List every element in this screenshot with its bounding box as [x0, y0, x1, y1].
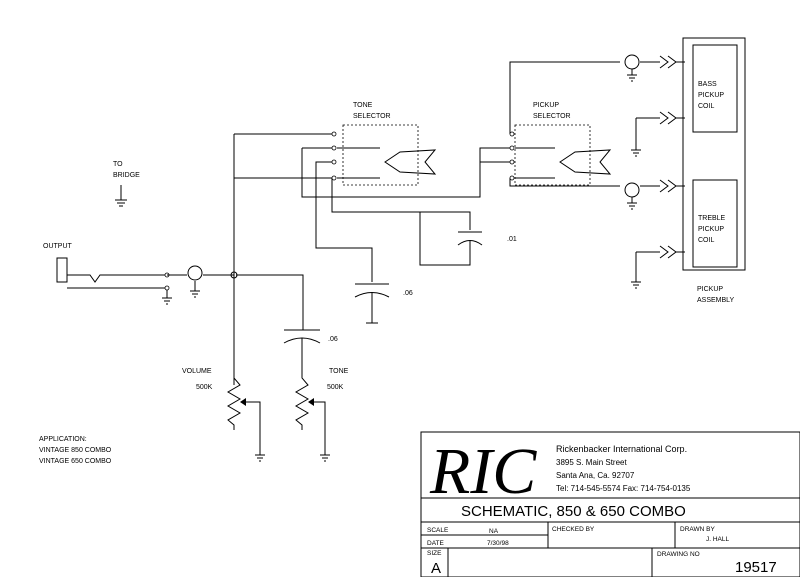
ric-logo: RIC: [429, 435, 537, 508]
company-address-2: Santa Ana, Ca. 92707: [556, 471, 635, 480]
volume-label: VOLUME: [182, 368, 212, 375]
output-hot-wire: [67, 274, 167, 283]
cap-06-a-label: .06: [403, 290, 413, 297]
to-bridge-label-1: TO: [113, 161, 123, 168]
company-address-1: 3895 S. Main Street: [556, 458, 627, 467]
application-item-1: VINTAGE 850 COMBO: [39, 447, 112, 454]
drawing-title: SCHEMATIC, 850 & 650 COMBO: [461, 503, 686, 520]
output-jack: [56, 257, 68, 283]
tone-value: 500K: [327, 384, 344, 391]
bass-coil-label-2: PICKUP: [698, 92, 724, 99]
date-value: 7/30/98: [487, 540, 509, 547]
treble-coil-label-2: PICKUP: [698, 226, 724, 233]
cap-01-label: .01: [507, 236, 517, 243]
company-phone: Tel: 714-545-5574 Fax: 714-754-0135: [556, 484, 691, 493]
application-label: APPLICATION:: [39, 436, 87, 443]
treble-coil-label-3: COIL: [698, 237, 714, 244]
to-bridge-label-2: BRIDGE: [113, 172, 140, 179]
component-labels: TONE SELECTOR PICKUP SELECTOR TO BRIDGE …: [39, 81, 735, 465]
tone-selector-housing: [342, 124, 419, 186]
title-block-frame: [420, 431, 800, 577]
pickup-selector-label-1: PICKUP: [533, 102, 559, 109]
output-label: OUTPUT: [43, 243, 73, 250]
volume-value: 500K: [196, 384, 213, 391]
drawing-no-label: DRAWING NO: [657, 551, 700, 558]
pickup-selector-housing: [514, 124, 591, 186]
scale-value: NA: [489, 528, 499, 535]
tone-selector-label-2: SELECTOR: [353, 113, 391, 120]
pickup-selector-label-2: SELECTOR: [533, 113, 571, 120]
title-block: RIC Rickenbacker International Corp. 389…: [420, 431, 800, 577]
treble-coil-box: [692, 179, 738, 268]
checked-by-label: CHECKED BY: [552, 526, 595, 533]
output-shield-symbol: [187, 265, 203, 281]
company-name: Rickenbacker International Corp.: [556, 444, 687, 454]
cap-06-b-label: .06: [328, 336, 338, 343]
wiring: [56, 37, 746, 462]
bass-coil-box: [692, 44, 738, 133]
bass-coil-label-3: COIL: [698, 103, 714, 110]
output-ground-symbol: [162, 297, 172, 305]
pickup-assembly-box: [682, 37, 746, 271]
size-value: A: [431, 560, 441, 577]
tone-label: TONE: [329, 368, 349, 375]
scale-label: SCALE: [427, 527, 449, 534]
pickup-assembly-label-1: PICKUP: [697, 286, 723, 293]
drawn-by-label: DRAWN BY: [680, 526, 715, 533]
treble-coil-label-1: TREBLE: [698, 215, 726, 222]
output-ground-wire: [67, 287, 168, 298]
date-label: DATE: [427, 540, 445, 547]
pickup-assembly-label-2: ASSEMBLY: [697, 297, 735, 304]
size-label: SIZE: [427, 550, 442, 557]
drawn-by-value: J. HALL: [706, 536, 730, 543]
drawing-no-value: 19517: [735, 559, 777, 576]
application-item-2: VINTAGE 650 COMBO: [39, 458, 112, 465]
tone-selector-label-1: TONE: [353, 102, 373, 109]
bass-coil-label-1: BASS: [698, 81, 717, 88]
